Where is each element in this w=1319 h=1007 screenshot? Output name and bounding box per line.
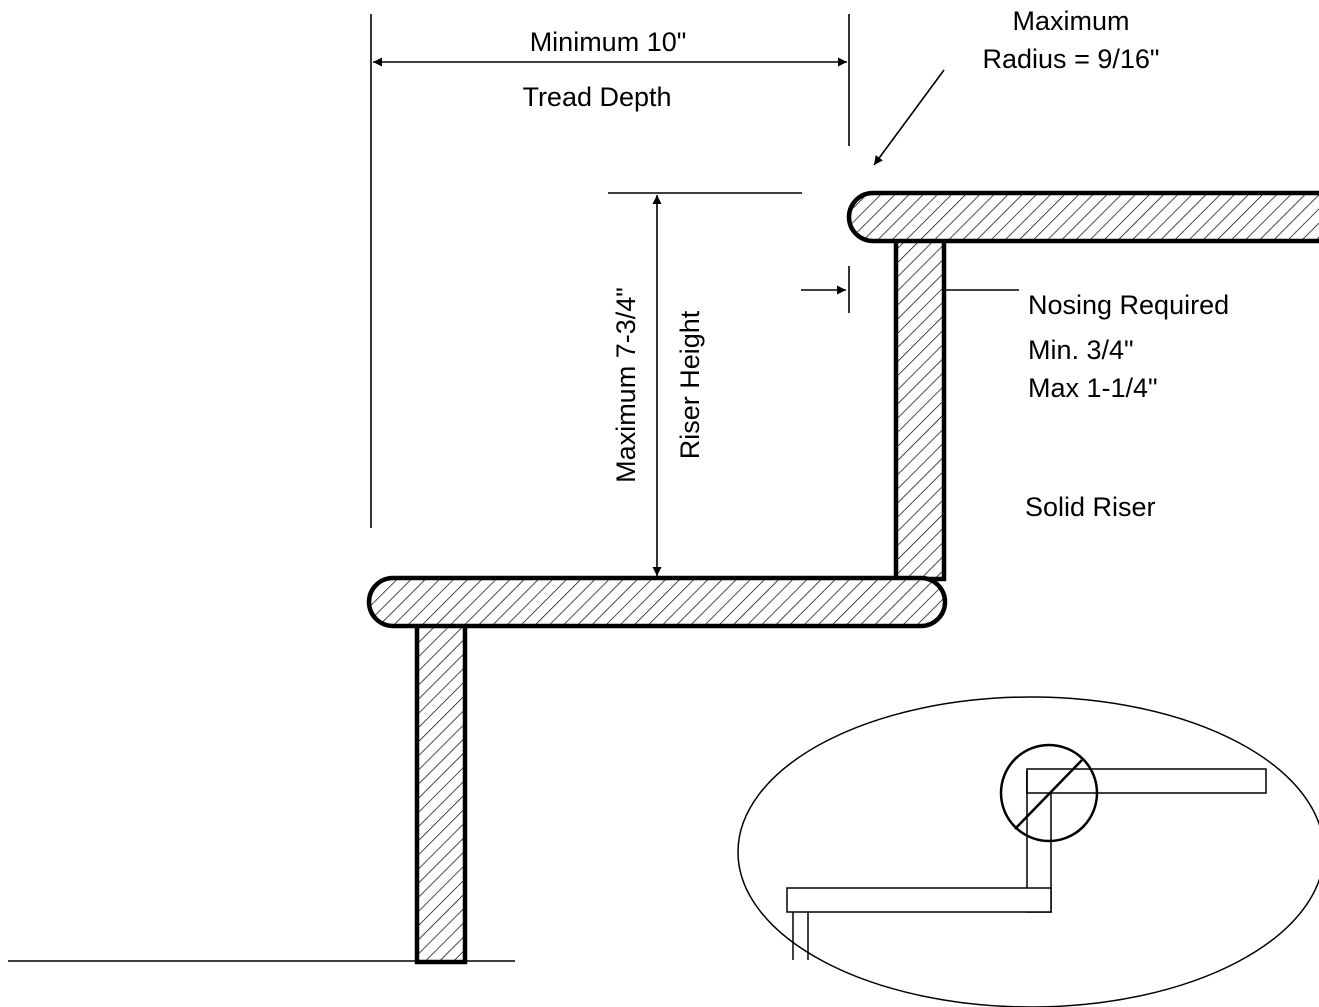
upper-tread	[846, 190, 1319, 244]
nosing-min-label: Min. 3/4"	[1028, 335, 1134, 365]
radius-leader-arrow	[873, 69, 945, 166]
tread-min-label: Minimum 10"	[530, 27, 687, 57]
nosing-max-label: Max 1-1/4"	[1028, 373, 1158, 403]
inset-tread-upper	[1026, 768, 1267, 794]
tread-depth-label: Tread Depth	[522, 82, 671, 112]
riser-max-label: Maximum 7-3/4"	[611, 287, 641, 483]
nosing-required-label: Nosing Required	[1028, 290, 1229, 320]
riser-height-label: Riser Height	[675, 310, 705, 459]
detail-inset-ellipse	[737, 696, 1319, 1007]
solid-riser-label: Solid Riser	[1025, 492, 1156, 522]
inset-nosing-circle	[999, 743, 1099, 843]
radius-label-line1: Maximum	[1012, 6, 1129, 36]
lower-tread	[366, 575, 948, 629]
inset-tread-lower	[786, 887, 1052, 913]
lower-riser	[414, 620, 468, 965]
radius-label-line2: Radius = 9/16"	[983, 44, 1160, 74]
inset-nosing-slash	[1014, 759, 1083, 830]
upper-riser	[893, 237, 947, 582]
